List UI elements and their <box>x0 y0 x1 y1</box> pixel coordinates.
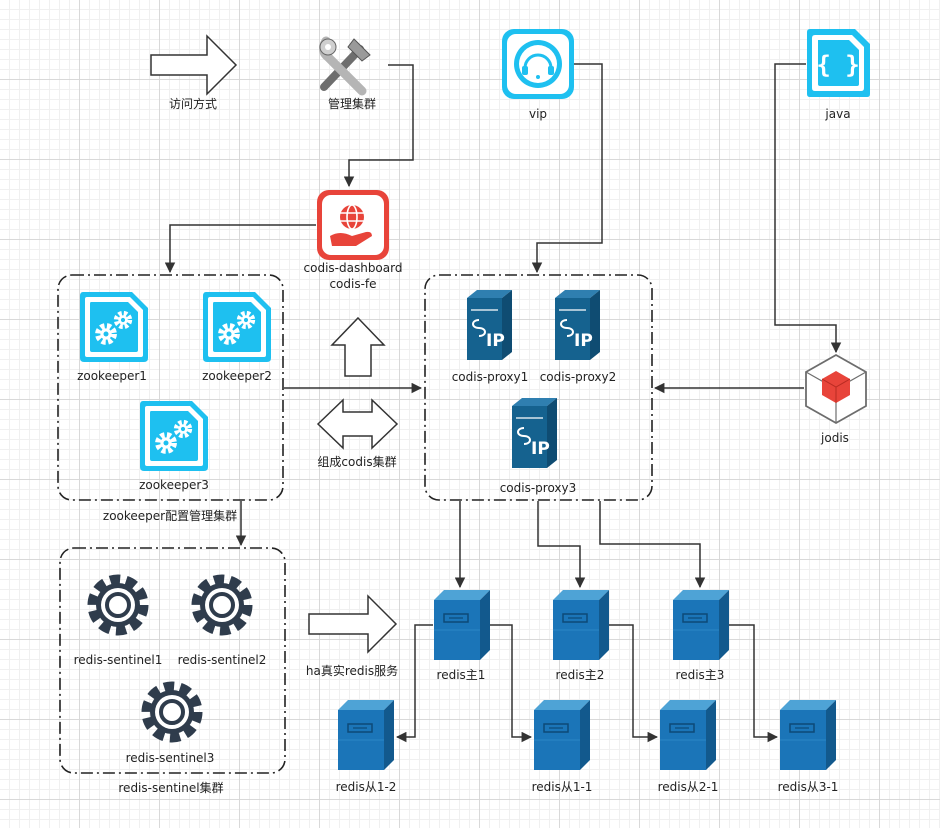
redis-sentinel3-gear-icon <box>146 686 198 738</box>
connector-vip-to-proxy <box>531 63 603 274</box>
dashboard-label-line1: codis-dashboard <box>304 261 403 275</box>
dashboard-label-line2: codis-fe <box>329 277 376 291</box>
form-cluster-label: 组成codis集群 <box>317 454 396 469</box>
connector-master3-to-slave3-1 <box>729 624 779 743</box>
connectors <box>164 63 842 743</box>
zookeeper1-label: zookeeper1 <box>77 369 147 383</box>
redis-master2-server-icon <box>552 589 610 661</box>
ha-redis-service-label: ha真实redis服务 <box>306 663 398 678</box>
vip-label: vip <box>529 107 547 121</box>
codis-proxy1-label: codis-proxy1 <box>452 370 529 384</box>
jodis-label: jodis <box>820 431 849 445</box>
double-arrow-icon <box>316 398 399 450</box>
svg-text:{ }: { } <box>816 51 859 79</box>
connector-master1-to-slave1-2 <box>395 624 433 743</box>
connector-proxy-to-master3 <box>599 501 706 589</box>
vip-headset-icon <box>502 29 574 99</box>
redis-master2-label: redis主2 <box>556 668 605 682</box>
redis-slave3-1-label: redis从3-1 <box>778 780 839 794</box>
zookeeper-group-box <box>57 274 284 501</box>
connector-dashboard-to-zookeeper <box>164 224 316 274</box>
connector-tools-to-dashboard <box>343 64 414 188</box>
codis-proxy3-server-icon <box>511 397 558 469</box>
zookeeper3-label: zookeeper3 <box>139 478 209 492</box>
zookeeper-group-label: zookeeper配置管理集群 <box>103 508 237 523</box>
ha-arrow-icon <box>308 594 398 654</box>
zookeeper2-icon <box>203 292 271 362</box>
redis-sentinel1-label: redis-sentinel1 <box>74 653 163 667</box>
redis-master1-server-icon <box>433 589 491 661</box>
redis-slave2-1-label: redis从2-1 <box>658 780 719 794</box>
redis-sentinel2-label: redis-sentinel2 <box>178 653 267 667</box>
java-label: java <box>824 107 850 121</box>
connector-proxy-to-master2 <box>537 501 586 589</box>
manage-cluster-label: 管理集群 <box>328 96 376 111</box>
connector-master2-to-slave2-1 <box>609 624 659 743</box>
redis-slave1-2-label: redis从1-2 <box>336 780 397 794</box>
legend-access-method-label: 访问方式 <box>169 96 217 111</box>
redis-sentinel3-label: redis-sentinel3 <box>126 751 215 765</box>
redis-slave1-2-server-icon <box>337 699 395 771</box>
zookeeper3-icon <box>140 401 208 471</box>
redis-slave1-1-server-icon <box>533 699 591 771</box>
legend-arrow-icon <box>150 34 238 96</box>
zookeeper1-icon <box>80 292 148 362</box>
redis-slave3-1-server-icon <box>779 699 837 771</box>
redis-sentinel2-gear-icon <box>196 579 248 631</box>
redis-sentinel1-gear-icon <box>92 579 144 631</box>
redis-master3-server-icon <box>672 589 730 661</box>
proxy-group-box <box>424 274 653 501</box>
sentinel-group-box <box>59 547 286 774</box>
redis-master3-label: redis主3 <box>676 668 725 682</box>
connector-master1-to-slave1-1 <box>490 624 533 743</box>
connector-java-to-jodis <box>774 63 842 354</box>
sentinel-group-label: redis-sentinel集群 <box>118 780 223 795</box>
jodis-cube-icon <box>805 353 867 425</box>
up-arrow-icon <box>330 316 386 377</box>
codis-proxy2-server-icon <box>554 289 601 361</box>
dashboard-globe-hand-icon <box>317 190 389 260</box>
redis-master1-label: redis主1 <box>437 668 486 682</box>
zookeeper2-label: zookeeper2 <box>202 369 272 383</box>
redis-slave2-1-server-icon <box>659 699 717 771</box>
redis-slave1-1-label: redis从1-1 <box>532 780 593 794</box>
java-code-file-icon: { } <box>807 29 870 97</box>
codis-proxy1-server-icon <box>466 289 513 361</box>
codis-proxy3-label: codis-proxy3 <box>500 481 577 495</box>
codis-proxy2-label: codis-proxy2 <box>540 370 617 384</box>
tools-icon <box>318 36 371 96</box>
